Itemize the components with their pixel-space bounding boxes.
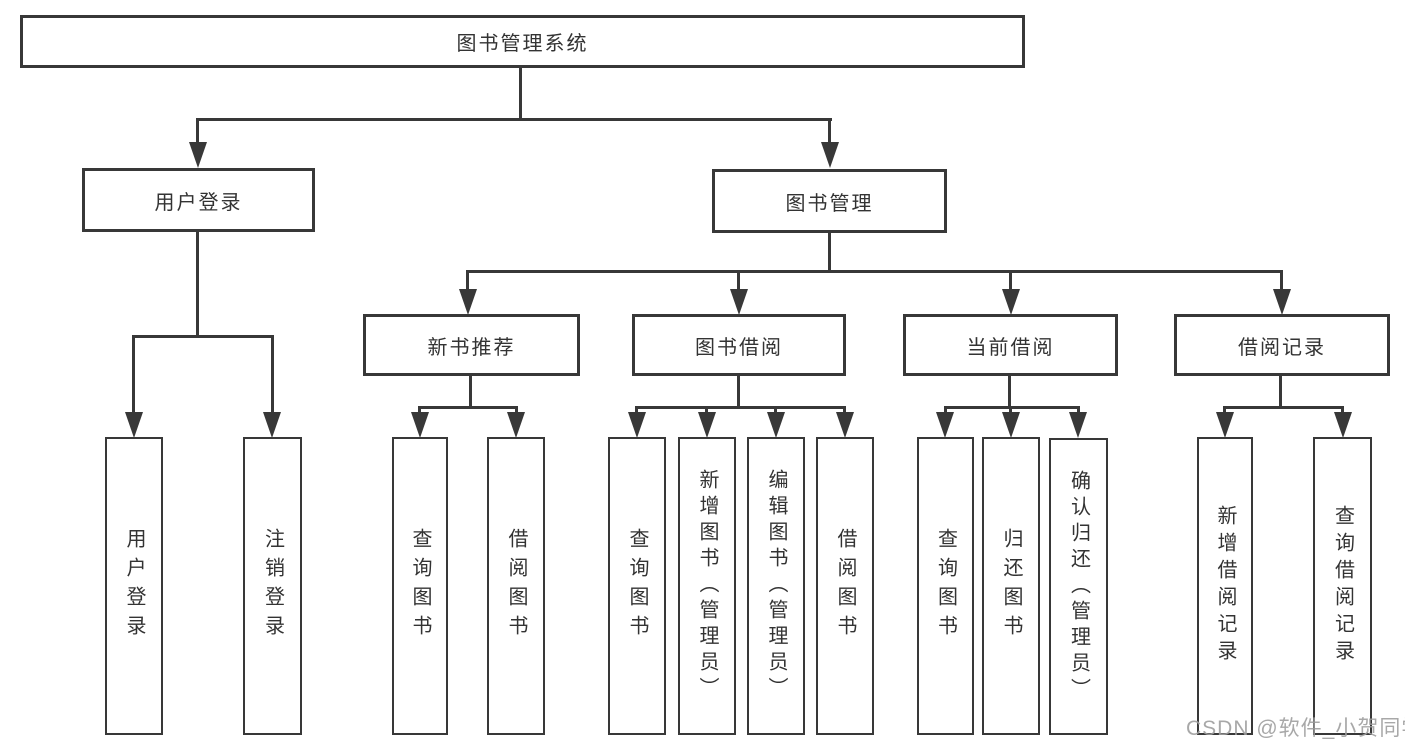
connector-leaf-arrow <box>936 412 954 438</box>
connector-leaf-arrow <box>767 412 785 438</box>
node-library-management-system: 图书管理系统 <box>20 15 1025 68</box>
leaf-query-books-2: 查询图书 <box>608 437 666 735</box>
connector-leaf-stem <box>418 406 421 417</box>
connector-group-stem <box>1279 376 1282 408</box>
node-user-login: 用户登录 <box>82 168 315 232</box>
node-label: 新增借阅记录 <box>1214 505 1236 667</box>
connector-leaf-arrow <box>1002 412 1020 438</box>
csdn-watermark: CSDN @软件_小贺同学 <box>1186 717 1405 740</box>
connector-group-stem <box>469 376 472 408</box>
leaf-user-login: 用户登录 <box>105 437 163 735</box>
node-label: 借阅记录 <box>1238 336 1326 359</box>
connector-leaf-stem <box>774 406 777 417</box>
node-label: 确认归还（管理员） <box>1067 469 1090 704</box>
node-label: 用户登录 <box>154 191 243 214</box>
connector-leaf-stem <box>271 335 274 417</box>
connector-leaf-stem <box>1341 406 1344 417</box>
node-label: 图书管理系统 <box>456 33 589 55</box>
connector-branch-arrow <box>730 289 748 315</box>
connector-leaf-arrow <box>125 412 143 438</box>
connector-group-hline <box>1223 406 1344 409</box>
leaf-query-books-3: 查询图书 <box>917 437 974 735</box>
connector-branch-arrow <box>1273 289 1291 315</box>
connector-user-login-arrow <box>189 142 207 168</box>
node-label: 新增图书（管理员） <box>696 469 718 703</box>
node-label: 注销登录 <box>261 528 284 644</box>
node-current-borrowing: 当前借阅 <box>903 314 1118 376</box>
leaf-return-books: 归还图书 <box>982 437 1040 735</box>
leaf-logout: 注销登录 <box>243 437 302 735</box>
connector-root-stem <box>519 68 522 120</box>
leaf-query-books-1: 查询图书 <box>392 437 448 735</box>
node-book-management: 图书管理 <box>712 169 947 233</box>
leaf-add-books-admin: 新增图书（管理员） <box>678 437 736 735</box>
connector-group-stem <box>737 376 740 408</box>
node-label: 新书推荐 <box>427 336 516 359</box>
connector-leaf-arrow <box>1216 412 1234 438</box>
connector-leaf-stem <box>635 406 638 417</box>
node-label: 借阅图书 <box>505 528 527 644</box>
connector-leaf-arrow <box>1334 412 1352 438</box>
connector-leaf-arrow <box>836 412 854 438</box>
leaf-edit-books-admin: 编辑图书（管理员） <box>747 437 805 735</box>
connector-leaf-arrow <box>698 412 716 438</box>
leaf-borrow-books-2: 借阅图书 <box>816 437 874 735</box>
connector-branch-stem <box>1280 270 1283 292</box>
connector-branch-stem <box>737 270 740 292</box>
connector-user-login-hline <box>132 335 274 338</box>
connector-leaf-arrow <box>1069 412 1087 438</box>
connector-book-mgmt-down <box>828 233 831 273</box>
connector-leaf-stem <box>132 335 135 417</box>
node-book-borrowing: 图书借阅 <box>632 314 846 376</box>
connector-leaf-stem <box>515 406 518 417</box>
connector-group-stem <box>1008 376 1011 408</box>
leaf-add-borrow-record: 新增借阅记录 <box>1197 437 1253 735</box>
node-new-book-recommend: 新书推荐 <box>363 314 580 376</box>
connector-group-hline <box>418 406 518 409</box>
connector-leaf-arrow <box>507 412 525 438</box>
connector-leaf-stem <box>1077 406 1080 417</box>
leaf-query-borrow-record: 查询借阅记录 <box>1313 437 1372 735</box>
connector-user-login-down <box>196 232 199 337</box>
connector-book-mgmt-arrow <box>821 142 839 168</box>
node-borrowing-records: 借阅记录 <box>1174 314 1390 376</box>
leaf-confirm-return-admin: 确认归还（管理员） <box>1049 438 1108 735</box>
connector-book-mgmt-hline <box>466 270 1283 273</box>
connector-root-hline <box>196 118 832 121</box>
node-label: 查询借阅记录 <box>1331 505 1354 667</box>
node-label: 查询图书 <box>934 528 957 644</box>
connector-leaf-arrow <box>628 412 646 438</box>
connector-leaf-stem <box>944 406 947 417</box>
connector-branch-stem <box>1009 270 1012 292</box>
node-label: 编辑图书（管理员） <box>765 469 787 703</box>
connector-leaf-stem <box>1223 406 1226 417</box>
node-label: 查询图书 <box>409 528 431 644</box>
connector-book-mgmt-stem <box>828 118 831 148</box>
node-label: 当前借阅 <box>966 336 1055 359</box>
connector-leaf-stem <box>1009 406 1012 417</box>
node-label: 用户登录 <box>123 528 145 644</box>
node-label: 借阅图书 <box>834 528 856 644</box>
connector-group-hline <box>635 406 846 409</box>
node-label: 查询图书 <box>626 528 648 644</box>
node-label: 图书管理 <box>785 192 874 215</box>
connector-branch-arrow <box>1002 289 1020 315</box>
connector-leaf-stem <box>705 406 708 417</box>
connector-leaf-arrow <box>263 412 281 438</box>
connector-group-hline <box>944 406 1080 409</box>
connector-branch-stem <box>466 270 469 292</box>
connector-user-login-stem <box>196 118 199 148</box>
connector-branch-arrow <box>459 289 477 315</box>
node-label: 归还图书 <box>1000 528 1022 644</box>
connector-leaf-arrow <box>411 412 429 438</box>
leaf-borrow-books-1: 借阅图书 <box>487 437 545 735</box>
node-label: 图书借阅 <box>695 336 783 359</box>
connector-leaf-stem <box>843 406 846 417</box>
